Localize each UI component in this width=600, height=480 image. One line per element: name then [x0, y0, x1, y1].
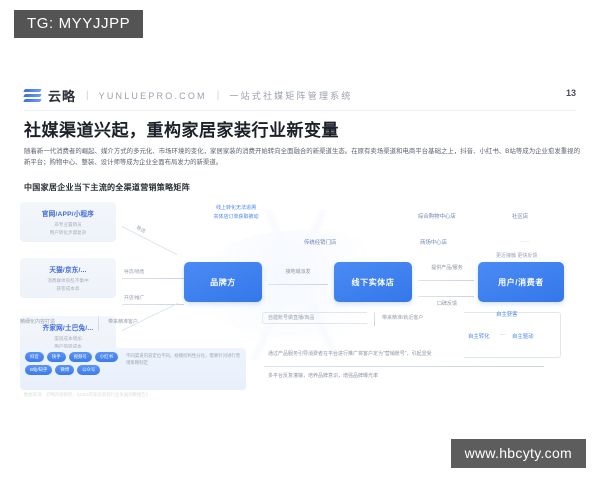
bottom-label-self-account: 自建账号做直播/商品 [268, 315, 315, 321]
channel-card-title: 天猫/京东/... [49, 267, 87, 275]
tag-shipinhao[interactable]: 视频号 [68, 352, 92, 362]
slide-canvas: 云略 | YUNLUEPRO.COM | 一站式社媒矩阵管理系统 13 社媒渠道… [0, 62, 600, 420]
header-divider [24, 110, 576, 111]
page-number: 13 [565, 88, 576, 98]
section-subtitle: 中国家居企业当下主流的全渠道营销策略矩阵 [24, 183, 190, 192]
bottom-middle-brace-left [262, 312, 367, 324]
channel-card-subtitle: 消费群体杂乱不集中 获客成本高 [47, 277, 88, 291]
bottom-label-nearby-customer: 带来精准/就近客户 [382, 315, 424, 321]
bottom-middle-note-1: 通过产品服务引导消费者在平台进行推广将客户定为"营销账号"，引起显受 [268, 351, 432, 357]
flow-label-store-user-bottom: 口碑反馈 [436, 301, 457, 307]
node-user[interactable]: 用户/消费者 [478, 262, 564, 302]
bottom-left-divider [98, 316, 99, 330]
yunlue-logo-icon [23, 89, 42, 102]
node-brand[interactable]: 品牌方 [184, 262, 262, 302]
self-drive-label: 自主驱动 [512, 334, 534, 340]
site-watermark: www.hbcyty.com [450, 439, 586, 468]
node-offline-store[interactable]: 线下实体店 [334, 262, 412, 302]
tag-bilibili-zhihu[interactable]: B站/知乎 [25, 365, 53, 375]
self-conversion-label: 自主转化 [468, 334, 490, 340]
connector-mid-line [122, 278, 184, 279]
channel-card-line2: 用户筛错成本 [54, 343, 82, 349]
flow-line-store-user-bottom [418, 296, 474, 297]
bottom-middle-note-2: 多平台反复灌输，培养品牌意识，增强品牌曝光率 [268, 373, 379, 379]
self-acquisition-label: 自主获客 [496, 312, 518, 318]
channel-card-title: 齐家网/土巴兔/... [42, 325, 94, 333]
logo-text: 云略 [48, 89, 77, 104]
brand-header: 云略 | YUNLUEPRO.COM | 一站式社媒矩阵管理系统 [23, 86, 353, 105]
social-platform-tags: 抖音 快手 视频号 小红书 B站/知乎 微博 公众号 [25, 352, 121, 386]
telegram-watermark: TG: MYYJJPP [14, 10, 144, 38]
store-type-traditional: 传统经销门店 [304, 240, 337, 246]
online-conversion-line1: 线上转化无法追溯 [215, 205, 256, 211]
header-url: YUNLUEPRO.COM [98, 90, 207, 101]
flow-line-brand-store [268, 284, 328, 285]
store-type-community: 社区店 [512, 214, 529, 220]
bottom-middle-divider [374, 312, 375, 326]
online-conversion-note: 线上转化无法追溯 实体店订单获取被动 [188, 204, 284, 221]
store-type-department: 商场中心店 [420, 240, 447, 246]
channel-card-line2: 用户转化步骤复杂 [49, 229, 87, 235]
connector-bottom-line [122, 304, 184, 305]
social-platform-note: 不同渠道内容定位不同，规模结构性分化，需要针对进行营销策略制定 [126, 353, 241, 366]
channel-card-line1: 非专业置销员 [54, 222, 82, 228]
flow-line-store-user-top [418, 280, 474, 281]
header-description: 一站式社媒矩阵管理系统 [229, 91, 353, 101]
channel-card-official[interactable]: 官网/APP/小程序 非专业置销员 用户转化步骤复杂 [20, 202, 116, 242]
channel-card-title: 官网/APP/小程序 [41, 211, 95, 219]
bottom-label-precise-customer: 带来精准客户 [108, 319, 139, 325]
channel-card-subtitle: 非专业置销员 用户转化步骤复杂 [50, 221, 87, 235]
store-benefit-note: 更近接触 更快反馈 [496, 253, 538, 259]
store-type-mall-center: 综合购物中心店 [418, 214, 456, 220]
store-type-more: ...... [520, 238, 529, 244]
lead-paragraph: 随着新一代消费者的崛起、媒介方式的多元化、市场环境的变化，家居家装的消费开始转向… [24, 148, 580, 167]
tag-weibo[interactable]: 微博 [55, 365, 75, 375]
header-separator-1: | [86, 90, 89, 101]
page-title: 社媒渠道兴起，重构家居家装行业新变量 [24, 121, 339, 140]
bottom-middle-rule [264, 366, 544, 367]
online-conversion-line2: 实体店订单获取被动 [213, 213, 259, 220]
header-separator-2: | [216, 90, 220, 101]
channel-card-ecommerce[interactable]: 天猫/京东/... 消费群体杂乱不集中 获客成本高 [20, 258, 116, 298]
channel-card-line1: 消费群体杂乱不集中 [47, 278, 89, 284]
tag-kuaishou[interactable]: 快手 [46, 352, 66, 362]
channel-card-subtitle: 渠道成本增加 用户筛错成本 [54, 335, 82, 349]
tag-gongzhonghao[interactable]: 公众号 [77, 365, 101, 375]
connector-label-promotion: 开店/推广 [124, 296, 145, 301]
bottom-label-content: 精细化内容打造 [20, 319, 56, 325]
channel-card-line2: 获客成本高 [56, 285, 80, 291]
tag-xiaohongshu[interactable]: 小红书 [94, 352, 118, 362]
flow-label-brand-store: 接地域派发 [285, 269, 311, 275]
connector-label-sales: 导流/销售 [124, 270, 145, 275]
channel-card-line1: 渠道成本增加 [54, 336, 82, 342]
self-divider: — [500, 332, 506, 338]
tag-douyin[interactable]: 抖音 [25, 352, 44, 362]
strategy-matrix-diagram: 官网/APP/小程序 非专业置销员 用户转化步骤复杂 天猫/京东/... 消费群… [12, 200, 588, 392]
bottom-right-brace [464, 312, 561, 358]
social-platform-tag-panel: 抖音 快手 视频号 小红书 B站/知乎 微博 公众号 不同渠道内容定位不同，规模… [20, 348, 246, 390]
flow-label-store-user-top: 提供产品/服务 [431, 265, 463, 271]
source-note: 数据来源：云略内部研究；《2024年家居家装行业发展洞察报告》 [24, 392, 151, 397]
